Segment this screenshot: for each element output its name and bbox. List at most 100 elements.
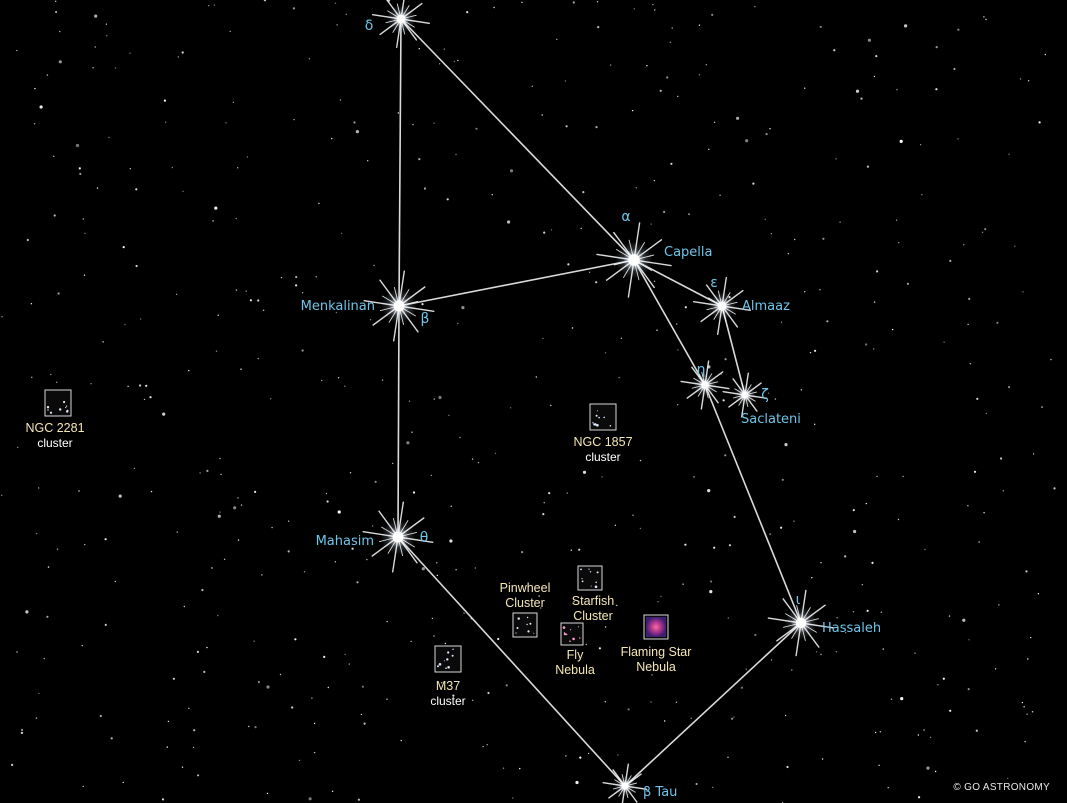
background-star [664, 720, 666, 722]
background-star [639, 527, 642, 530]
background-star [949, 709, 952, 712]
background-star [614, 524, 617, 526]
background-star [740, 686, 744, 689]
background-star [83, 274, 86, 276]
background-star [891, 328, 894, 331]
background-star [693, 476, 695, 478]
background-star [865, 502, 867, 505]
background-star [183, 605, 185, 608]
background-star [56, 548, 59, 550]
star-delta[interactable]: δ [365, 0, 430, 48]
background-star [263, 0, 266, 2]
dso-thumbnail-star [59, 408, 62, 411]
background-star [633, 8, 635, 10]
dso-thumbnail-star [452, 648, 454, 650]
star-spike [400, 18, 430, 24]
background-star [308, 797, 312, 801]
background-star [677, 404, 679, 406]
background-star [793, 520, 795, 522]
background-star [676, 323, 678, 325]
background-star [787, 252, 790, 255]
star-spike [400, 0, 405, 20]
background-star [914, 652, 916, 654]
star-greek-letter: θ [420, 530, 429, 546]
dso-thumbnail-star [63, 400, 66, 404]
background-star [262, 309, 265, 311]
background-star [279, 673, 282, 676]
background-star [438, 63, 441, 65]
background-star [1007, 777, 1009, 780]
star-name: Hassaleh [822, 621, 881, 636]
background-star [257, 299, 260, 302]
background-star [325, 492, 328, 495]
dso-thumbnail-star [438, 663, 442, 666]
background-star [967, 323, 969, 326]
background-star [943, 341, 945, 343]
background-star [948, 615, 951, 617]
background-star [229, 30, 231, 33]
background-star [822, 237, 825, 240]
background-star [654, 9, 656, 11]
star-core [621, 782, 629, 790]
background-star [660, 595, 662, 597]
background-star [106, 35, 108, 37]
background-star [1002, 490, 1005, 492]
background-star [711, 13, 714, 16]
background-star [722, 399, 725, 402]
background-star [926, 766, 930, 770]
nebula-thumbnail [646, 617, 666, 637]
background-star [962, 618, 966, 622]
background-star [804, 291, 806, 293]
background-star [688, 213, 690, 215]
dso-thumbnail-star [581, 580, 584, 583]
background-star [78, 490, 80, 492]
background-star [248, 725, 250, 728]
background-star [335, 311, 338, 314]
background-star [17, 446, 19, 449]
background-star [873, 348, 875, 350]
constellation-line [633, 259, 706, 386]
background-star [896, 88, 898, 91]
star-spike [800, 589, 807, 624]
background-star [104, 538, 107, 541]
background-star [918, 796, 921, 799]
background-star [11, 763, 14, 767]
background-star [631, 109, 634, 112]
background-star [550, 404, 552, 407]
background-star [55, 10, 58, 14]
star-core [701, 381, 709, 389]
background-star [457, 322, 459, 325]
background-star [172, 677, 175, 680]
background-star [875, 55, 878, 58]
background-star [835, 158, 837, 160]
star-betatau[interactable]: β Tau [602, 763, 677, 803]
background-star [30, 303, 33, 305]
background-star [540, 607, 542, 609]
background-star [421, 303, 424, 306]
background-star [666, 76, 669, 79]
background-star [50, 373, 52, 376]
dso-thumbnail-star [594, 585, 598, 589]
background-star [149, 396, 152, 399]
star-eta[interactable]: η [680, 360, 730, 410]
background-star [193, 729, 196, 732]
background-star [571, 327, 574, 329]
background-star [381, 379, 384, 381]
background-star [535, 376, 537, 378]
dso-thumbnail-star [65, 406, 67, 409]
background-star [233, 506, 237, 510]
